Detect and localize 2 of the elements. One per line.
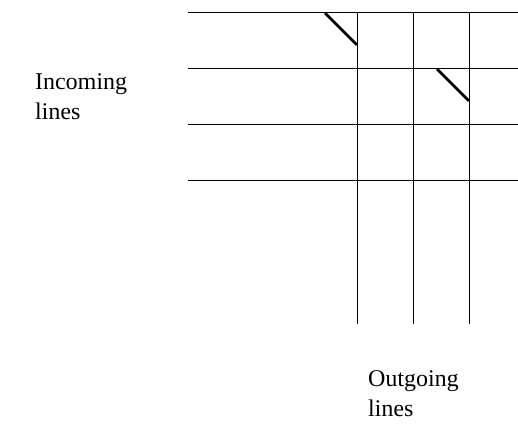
axis-caption: Incoming lines [35,68,128,127]
axis-caption: Outgoing lines [368,365,460,424]
